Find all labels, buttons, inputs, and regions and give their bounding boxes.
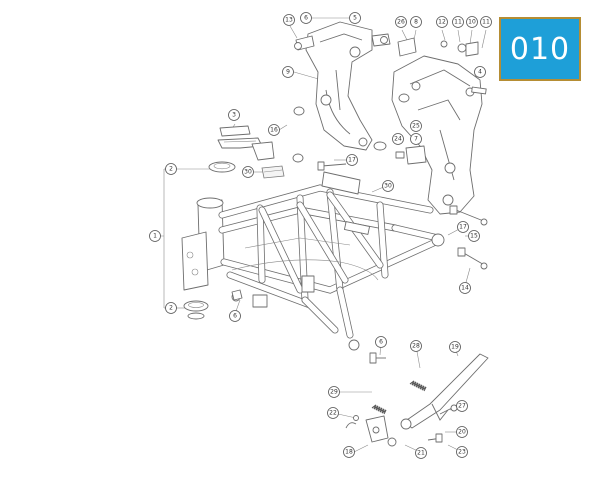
svg-text:13: 13: [285, 17, 293, 24]
callout-12: 12: [436, 16, 448, 28]
callout-16: 16: [268, 124, 280, 136]
svg-text:2: 2: [169, 305, 173, 312]
svg-text:6: 6: [379, 339, 383, 346]
svg-text:6: 6: [304, 15, 308, 22]
callout-2-bottom: 2: [165, 302, 177, 314]
callout-11b: 11: [480, 16, 492, 28]
svg-text:5: 5: [353, 15, 357, 22]
bolts: [231, 106, 488, 364]
side-stand-assembly: [345, 353, 489, 447]
svg-text:2: 2: [169, 166, 173, 173]
svg-text:9: 9: [286, 69, 290, 76]
svg-text:7: 7: [414, 136, 418, 143]
callout-21: 21: [415, 447, 427, 459]
head-bearing-rings: [183, 161, 236, 320]
svg-text:26: 26: [397, 19, 405, 26]
svg-text:11: 11: [482, 19, 490, 26]
side-plates: [217, 125, 275, 161]
callout-23: 23: [456, 446, 468, 458]
callout-26: 26: [395, 16, 407, 28]
svg-text:20: 20: [458, 429, 466, 436]
page-number-label: 010: [509, 31, 571, 67]
main-frame: [181, 165, 445, 351]
page-number-badge: 010: [499, 17, 581, 81]
svg-text:19: 19: [451, 344, 459, 351]
callout-1: 1: [149, 230, 161, 242]
callout-7: 7: [410, 133, 422, 145]
callout-22: 22: [327, 407, 339, 419]
callout-20: 20: [456, 426, 468, 438]
svg-text:25: 25: [412, 123, 420, 130]
svg-text:11: 11: [454, 19, 462, 26]
right-rear-bracket: [391, 37, 487, 215]
callout-5: 5: [349, 12, 361, 24]
svg-text:30: 30: [244, 169, 252, 176]
callout-30: 30: [242, 166, 254, 178]
svg-text:22: 22: [329, 410, 337, 417]
svg-text:8: 8: [414, 19, 418, 26]
left-rear-bracket: [294, 21, 391, 151]
callout-28: 28: [410, 340, 422, 352]
svg-text:15: 15: [470, 233, 478, 240]
callout-3: 3: [228, 109, 240, 121]
callout-18: 18: [343, 446, 355, 458]
svg-text:17: 17: [348, 157, 356, 164]
callout-29: 29: [328, 386, 340, 398]
svg-text:4: 4: [478, 69, 482, 76]
svg-text:16: 16: [270, 127, 278, 134]
svg-text:3: 3: [232, 112, 236, 119]
callout-13: 13: [283, 14, 295, 26]
svg-text:1: 1: [153, 233, 157, 240]
callout-6: 6: [300, 12, 312, 24]
callout-27: 27: [456, 400, 468, 412]
svg-text:6: 6: [233, 313, 237, 320]
callout-15: 15: [468, 230, 480, 242]
callout-6b: 6: [229, 310, 241, 322]
callout-11: 11: [452, 16, 464, 28]
svg-text:28: 28: [412, 343, 420, 350]
callout-4: 4: [474, 66, 486, 78]
svg-text:17: 17: [459, 224, 467, 231]
svg-text:27: 27: [458, 403, 466, 410]
svg-text:18: 18: [345, 449, 353, 456]
callout-6c: 6: [375, 336, 387, 348]
svg-text:21: 21: [417, 450, 425, 457]
callout-19: 19: [449, 341, 461, 353]
callout-17b: 17: [457, 221, 469, 233]
callout-24: 24: [392, 133, 404, 145]
callouts: 13 6 5 26 8 12 11 10 11 9 4 3 16 25 24 7…: [149, 12, 492, 459]
callout-10: 10: [466, 16, 478, 28]
callout-14: 14: [459, 282, 471, 294]
callout-2-top: 2: [165, 163, 177, 175]
svg-text:23: 23: [458, 449, 466, 456]
svg-text:24: 24: [394, 136, 402, 143]
svg-text:10: 10: [468, 19, 476, 26]
callout-9: 9: [282, 66, 294, 78]
svg-text:14: 14: [461, 285, 469, 292]
svg-text:29: 29: [330, 389, 338, 396]
callout-25: 25: [410, 120, 422, 132]
callout-17: 17: [346, 154, 358, 166]
svg-text:12: 12: [438, 19, 446, 26]
svg-text:30: 30: [384, 183, 392, 190]
callout-8: 8: [410, 16, 422, 28]
callout-30b: 30: [382, 180, 394, 192]
